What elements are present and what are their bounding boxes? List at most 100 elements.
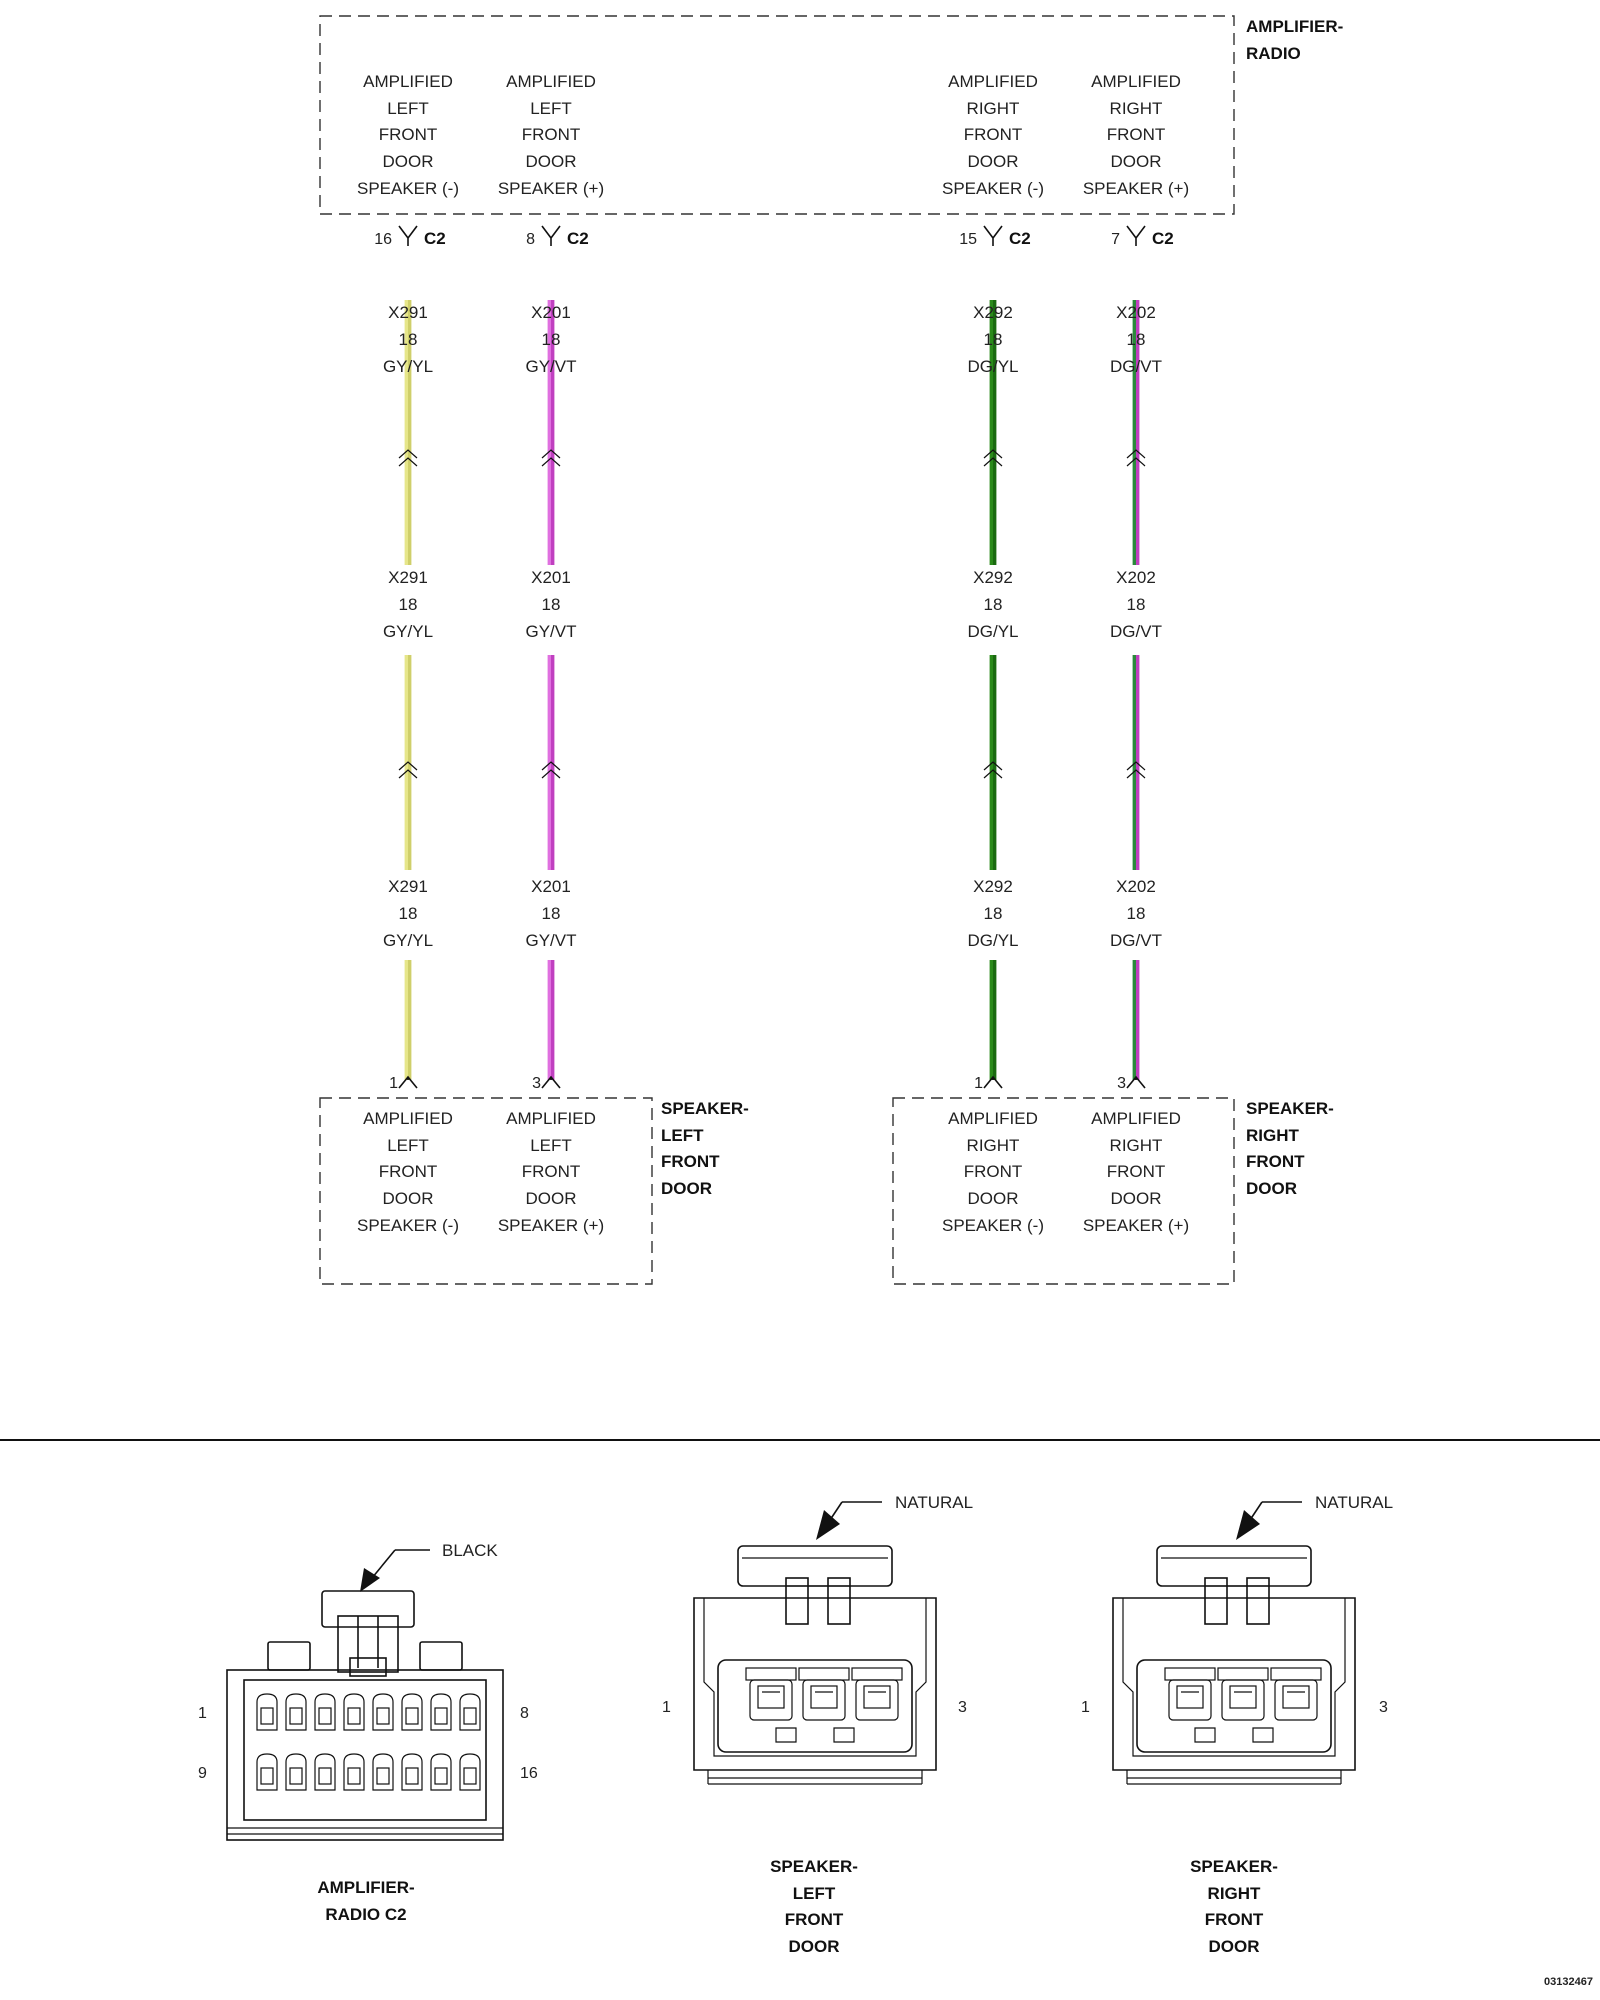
wire-color-label: DG/YL	[967, 931, 1018, 950]
circuit-id-label: X292	[973, 877, 1013, 896]
wire-color-label: DG/VT	[1110, 622, 1162, 641]
wire-gauge-label: 18	[542, 904, 561, 923]
speaker-terminal-cavity	[1270, 1667, 1322, 1721]
c2-cavity	[314, 1753, 336, 1791]
inline-connector-chevron	[983, 449, 1003, 467]
circuit-id-label: X292	[973, 303, 1013, 322]
amp-cav3-line1: AMPLIFIED	[948, 72, 1038, 91]
amp-pin-number: 15	[959, 231, 977, 248]
speaker-terminal-cavity	[745, 1667, 797, 1721]
left-speaker-view-title-2: LEFT	[793, 1884, 836, 1903]
lsp-cav1-line4: DOOR	[383, 1189, 434, 1208]
inline-connector-chevron	[1126, 761, 1146, 779]
c2-cavity	[430, 1753, 452, 1791]
amp-title-1: AMPLIFIER-	[1246, 17, 1343, 36]
amp-terminal-symbol	[1126, 225, 1146, 246]
rsp-cav2-line1: AMPLIFIED	[1091, 1109, 1181, 1128]
amp-connector-id: C2	[567, 229, 589, 248]
inline-connector-chevron	[541, 449, 561, 467]
amp-pin-number: 16	[374, 231, 392, 248]
c2-cavity	[314, 1693, 336, 1731]
black-color-label: BLACK	[442, 1541, 498, 1560]
c2-cavity	[430, 1693, 452, 1731]
amp-cav1-line3: FRONT	[379, 125, 438, 144]
lsp-cav2-line3: FRONT	[522, 1162, 581, 1181]
diagram-id: 03132467	[1544, 1976, 1593, 1988]
c2-cavity	[372, 1693, 394, 1731]
c2-cavity	[285, 1753, 307, 1791]
inline-connector-chevron	[541, 761, 561, 779]
rsp-cav1-line4: DOOR	[968, 1189, 1019, 1208]
connector-latch	[1156, 1545, 1312, 1587]
circuit-id-label: X202	[1116, 303, 1156, 322]
wire-color-label: DG/VT	[1110, 931, 1162, 950]
wire-gauge-label: 18	[1127, 330, 1146, 349]
c2-cavity	[372, 1753, 394, 1791]
circuit-id-label: X202	[1116, 568, 1156, 587]
right-speaker-connector-view	[1112, 1545, 1356, 1785]
amp-cav3-line3: FRONT	[964, 125, 1023, 144]
amp-cav1-line1: AMPLIFIED	[363, 72, 453, 91]
speaker-connector-drawing	[693, 1545, 937, 1785]
speaker-pin-number: 1	[389, 1075, 398, 1092]
lsp-cav2-line5: SPEAKER (+)	[498, 1216, 604, 1235]
left-speaker-connector-view	[693, 1545, 937, 1785]
speaker-pin-number: 1	[974, 1075, 983, 1092]
c2-cavity	[256, 1693, 278, 1731]
circuit-id-label: X292	[973, 568, 1013, 587]
wire-color-label: GY/YL	[383, 622, 433, 641]
speaker-terminal-symbol	[1126, 1075, 1146, 1089]
amplifier-radio-box	[319, 15, 1235, 215]
c2-cavity	[401, 1753, 423, 1791]
rsp-cav2-line3: FRONT	[1107, 1162, 1166, 1181]
left-natural-color-label: NATURAL	[895, 1493, 973, 1512]
right-speaker-title-4: DOOR	[1246, 1179, 1297, 1198]
wire-gauge-label: 18	[984, 595, 1003, 614]
c2-pin-9: 9	[198, 1765, 207, 1782]
right-speaker-view-title-4: DOOR	[1209, 1937, 1260, 1956]
speaker-pin-number: 3	[532, 1075, 541, 1092]
circuit-id-label: X201	[531, 877, 571, 896]
c2-pin-8: 8	[520, 1705, 529, 1722]
lsp-cav2-line1: AMPLIFIED	[506, 1109, 596, 1128]
wire-gauge-label: 18	[399, 330, 418, 349]
right-speaker-box	[892, 1097, 1235, 1285]
wire-gauge-label: 18	[542, 595, 561, 614]
right-natural-color-label: NATURAL	[1315, 1493, 1393, 1512]
rsp-cav1-line1: AMPLIFIED	[948, 1109, 1038, 1128]
speaker-terminal-symbol	[541, 1075, 561, 1089]
rsp-cav1-line3: FRONT	[964, 1162, 1023, 1181]
inline-connector-chevron	[398, 449, 418, 467]
wire-color-label: DG/YL	[967, 357, 1018, 376]
connector-body	[1112, 1597, 1356, 1771]
amp-cav3-line4: DOOR	[968, 152, 1019, 171]
amp-cav4-line2: RIGHT	[1110, 99, 1163, 118]
left-speaker-box	[319, 1097, 653, 1285]
lsp-cav1-line3: FRONT	[379, 1162, 438, 1181]
wire-color-label: GY/YL	[383, 357, 433, 376]
right-speaker-title-2: RIGHT	[1246, 1126, 1300, 1145]
connector-face	[1136, 1659, 1332, 1753]
right-speaker-title-1: SPEAKER-	[1246, 1099, 1334, 1118]
left-speaker-view-title-1: SPEAKER-	[770, 1857, 858, 1876]
lsp-cav2-line4: DOOR	[526, 1189, 577, 1208]
c2-cavity	[459, 1693, 481, 1731]
connector-latch	[737, 1545, 893, 1587]
amp-cav2-line1: AMPLIFIED	[506, 72, 596, 91]
amp-cav1-line5: SPEAKER (-)	[357, 179, 459, 198]
amp-cav1-line4: DOOR	[383, 152, 434, 171]
wire-color-label: DG/YL	[967, 622, 1018, 641]
amp-terminal-symbol	[541, 225, 561, 246]
amp-connector-id: C2	[424, 229, 446, 248]
black-color-callout	[360, 1549, 430, 1592]
rsp-cav2-line5: SPEAKER (+)	[1083, 1216, 1189, 1235]
lsp-cav1-line1: AMPLIFIED	[363, 1109, 453, 1128]
rsp-cav1-line5: SPEAKER (-)	[942, 1216, 1044, 1235]
amp-connector-id: C2	[1152, 229, 1174, 248]
c2-cavity	[343, 1753, 365, 1791]
circuit-id-label: X201	[531, 303, 571, 322]
c2-cavity	[401, 1693, 423, 1731]
